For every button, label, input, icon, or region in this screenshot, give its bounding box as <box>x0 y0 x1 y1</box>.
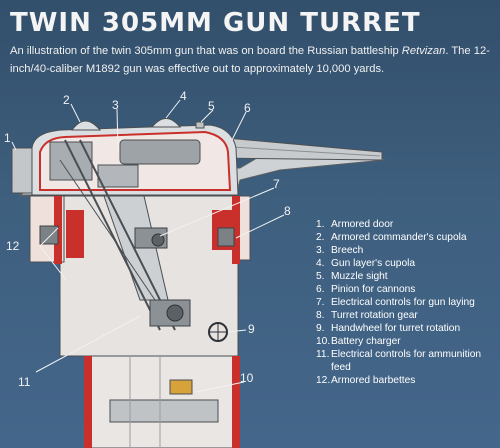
legend-number: 8. <box>316 310 325 321</box>
page-title: TWIN 305MM GUN TURRET <box>10 8 421 38</box>
callout-12: 12 <box>6 239 20 253</box>
legend-label: Armored commander's cupola <box>331 232 467 243</box>
legend-number: 12. <box>316 375 331 386</box>
subtitle: An illustration of the twin 305mm gun th… <box>10 42 496 78</box>
legend-label: Turret rotation gear <box>331 310 418 321</box>
callout-7: 7 <box>273 177 280 191</box>
legend-label: Electrical controls for ammunition feed <box>331 349 482 373</box>
legend-label: Battery charger <box>331 336 401 347</box>
legend-number: 9. <box>316 323 325 334</box>
legend-label: Pinion for cannons <box>331 284 416 295</box>
legend-number: 10. <box>316 336 331 347</box>
legend-number: 7. <box>316 297 325 308</box>
legend-label: Breech <box>331 245 364 256</box>
legend-item: 10.Battery charger <box>316 335 500 348</box>
legend-item: 7. Electrical controls for gun laying <box>316 296 500 309</box>
legend-item: 3. Breech <box>316 244 500 257</box>
turret-house <box>11 118 239 196</box>
legend-item: 9. Handwheel for turret rotation <box>316 322 500 335</box>
legend-label: Gun layer's cupola <box>331 258 416 269</box>
legend-item: 6. Pinion for cannons <box>316 283 500 296</box>
callout-9: 9 <box>248 322 255 336</box>
legend-label: Armored barbettes <box>331 375 416 386</box>
gun-barrel <box>214 136 383 161</box>
legend-number: 4. <box>316 258 325 269</box>
callout-8: 8 <box>284 204 291 218</box>
legend: 1. Armored door 2. Armored commander's cup… <box>316 218 500 387</box>
legend-item: 8. Turret rotation gear <box>316 309 500 322</box>
legend-number: 3. <box>316 245 325 256</box>
subtitle-part-1: An illustration of the twin 305mm gun th… <box>10 45 402 57</box>
legend-number: 6. <box>316 284 325 295</box>
legend-item: 2. Armored commander's cupola <box>316 231 500 244</box>
legend-item: 12.Armored barbettes <box>316 374 500 387</box>
callout-3: 3 <box>112 98 119 112</box>
legend-item: 4. Gun layer's cupola <box>316 257 500 270</box>
legend-item: 1. Armored door <box>316 218 500 231</box>
callout-1: 1 <box>4 131 11 145</box>
legend-number: 1. <box>316 219 325 230</box>
callout-5: 5 <box>208 99 215 113</box>
legend-number: 11. <box>316 349 330 360</box>
legend-label: Handwheel for turret rotation <box>331 323 461 334</box>
legend-label: Armored door <box>331 219 394 230</box>
callout-11: 11 <box>18 375 31 389</box>
legend-label: Electrical controls for gun laying <box>331 297 475 308</box>
legend-number: 5. <box>316 271 325 282</box>
callout-4: 4 <box>180 89 187 103</box>
legend-label: Muzzle sight <box>331 271 388 282</box>
ship-name: Retvizan <box>401 45 446 57</box>
leader-lines <box>11 99 285 393</box>
callout-numbers: 1 2 3 4 5 6 7 8 11 12 10 9 <box>4 89 291 389</box>
subtitle-part-2: . The 12-inch/40-caliber M1892 gun was e… <box>10 45 490 75</box>
callout-2: 2 <box>63 93 70 107</box>
legend-item: 5. Muzzle sight <box>316 270 500 283</box>
callout-6: 6 <box>244 101 251 115</box>
substructure <box>29 139 251 448</box>
callout-10: 10 <box>240 371 254 385</box>
legend-number: 2. <box>316 232 325 243</box>
legend-item: 11.Electrical controls for ammunition fe… <box>316 348 500 374</box>
